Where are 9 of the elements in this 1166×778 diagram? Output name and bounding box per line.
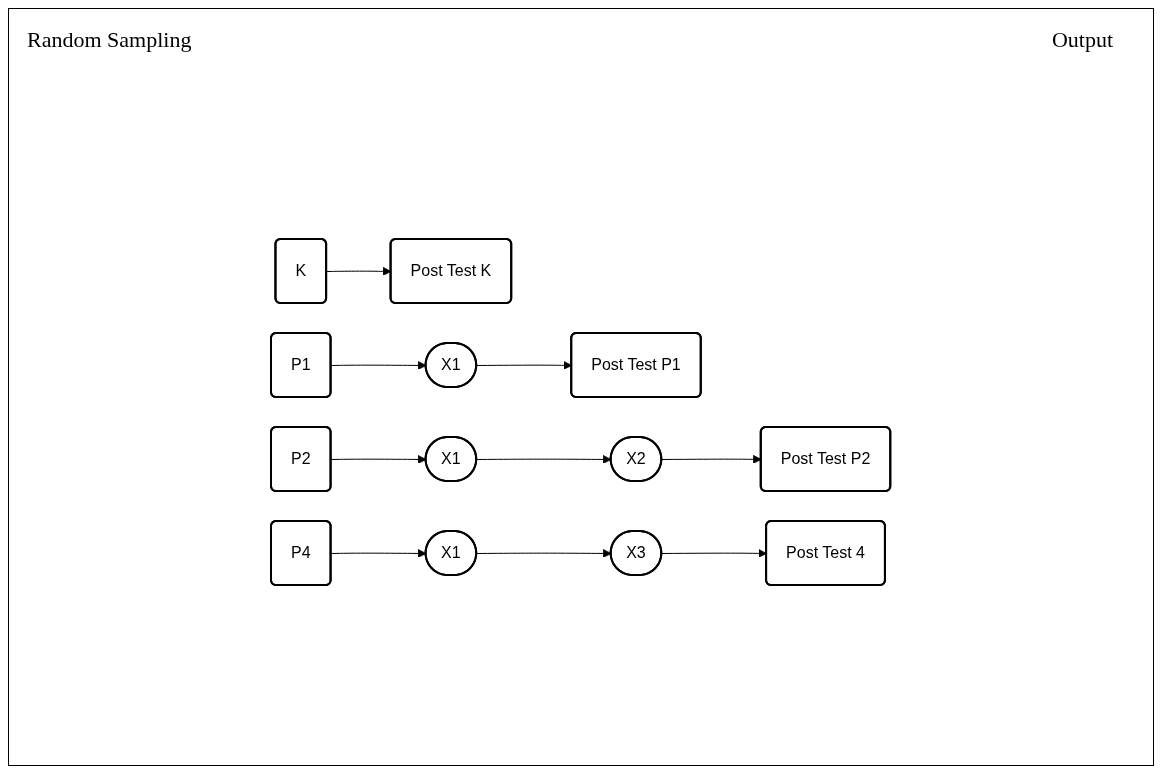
arrow <box>476 549 612 558</box>
arrow <box>330 455 427 464</box>
arrow <box>476 455 612 464</box>
column-heading: Random Sampling <box>27 27 192 53</box>
column-heading: Output <box>1051 27 1113 53</box>
diagram-frame: Random Sampling Output K Post Test K P1 X1 Post Test P1 P2 X1 X2 Post Test P2 P4 X1 X3 Post Test 4 <box>8 8 1154 766</box>
arrow <box>330 361 427 370</box>
arrow <box>330 549 427 558</box>
arrow <box>661 454 762 464</box>
